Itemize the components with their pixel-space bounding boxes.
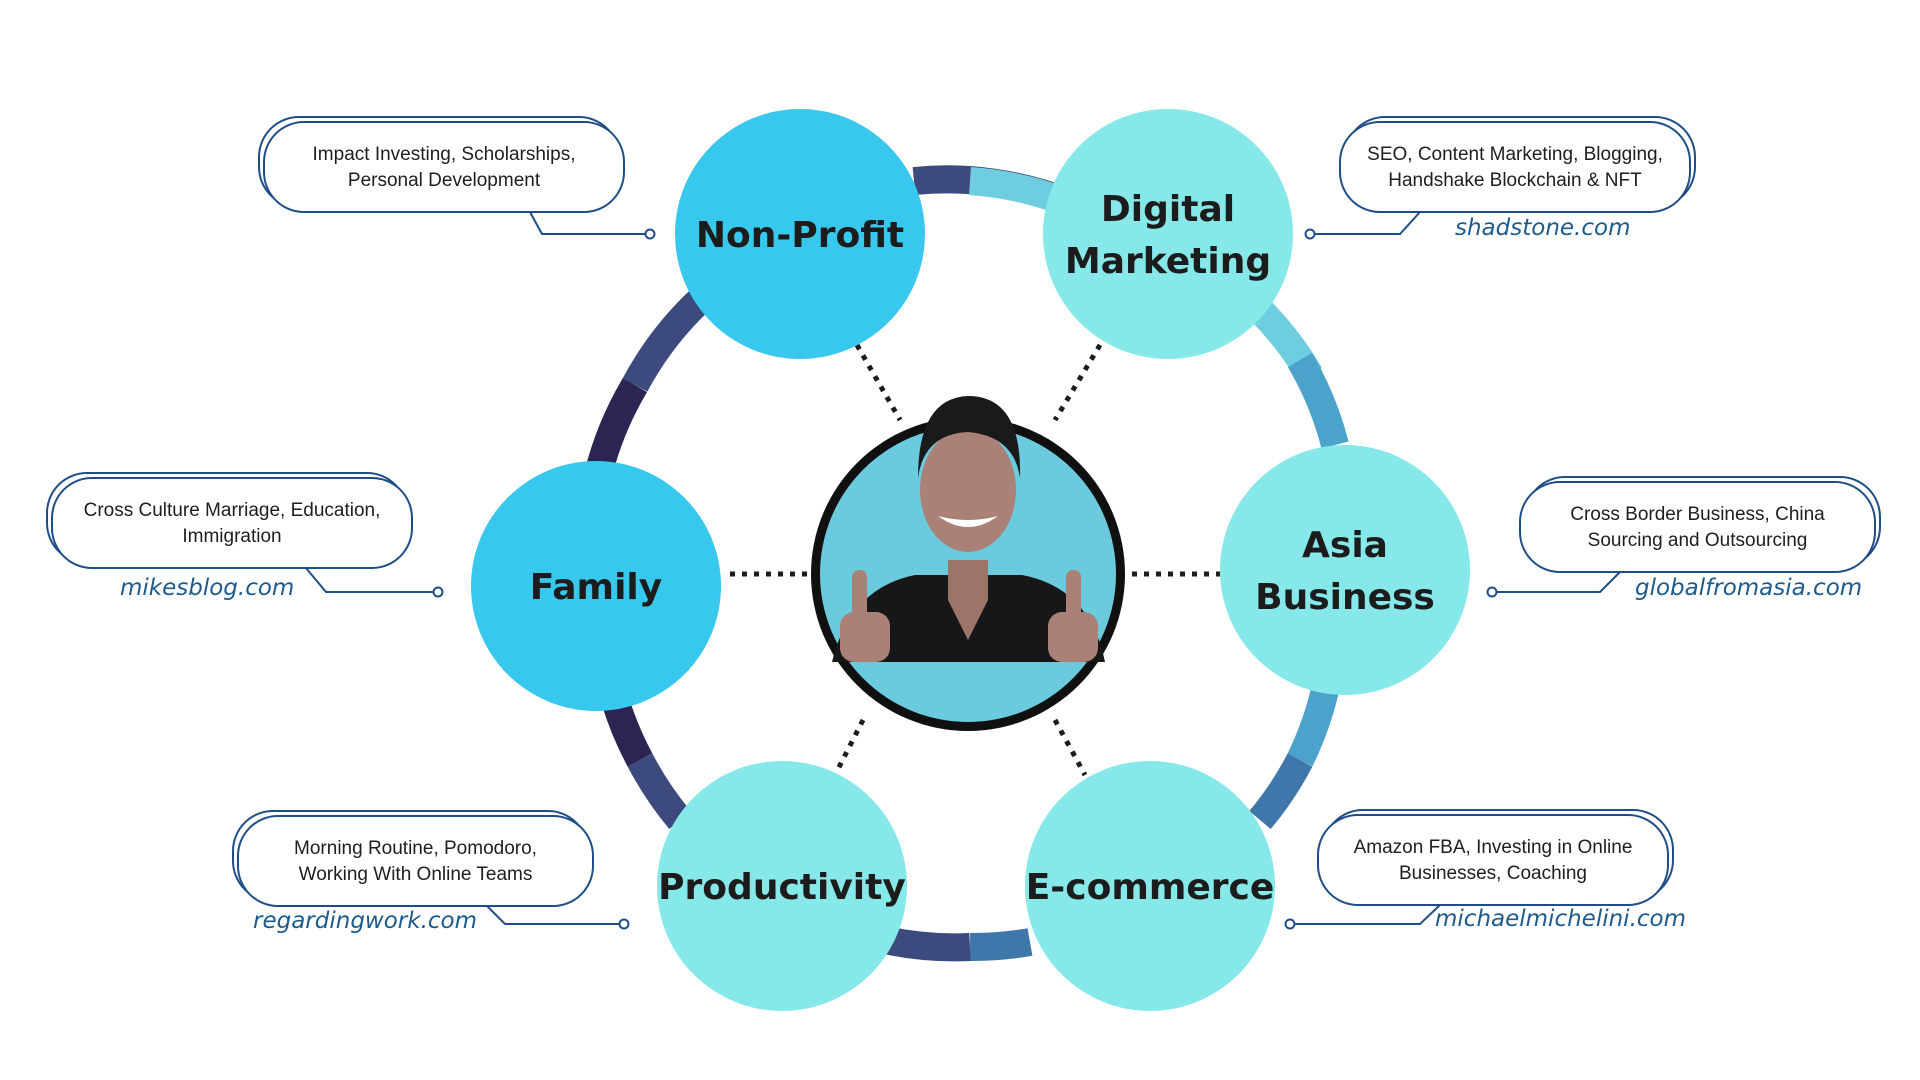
center-avatar — [811, 396, 1125, 731]
node-family: Family — [471, 461, 721, 711]
node-label: Asia — [1302, 525, 1388, 566]
node-circle — [1025, 761, 1275, 1011]
callout-family: Cross Culture Marriage, Education, Immigr… — [46, 472, 444, 601]
ring-segment — [1287, 686, 1339, 767]
callout-line: Handshake Blockchain & NFT — [1388, 170, 1642, 191]
node-label: Business — [1255, 577, 1435, 618]
callout-bubble — [1519, 481, 1876, 573]
connector-dot — [432, 586, 444, 598]
callout-connector — [1290, 904, 1441, 925]
ring-segment — [627, 753, 691, 829]
callout-productivity: Morning Routine, Pomodoro, Working With O… — [232, 810, 630, 934]
ring-segment — [1249, 753, 1313, 829]
callout-line: Sourcing and Outsourcing — [1588, 530, 1808, 551]
node-circle — [471, 461, 721, 711]
ring-segment — [601, 695, 653, 767]
connector-dot — [618, 918, 630, 930]
site-link-productivity[interactable]: regardingwork.com — [253, 908, 477, 934]
site-link-digital-marketing[interactable]: shadstone.com — [1455, 215, 1631, 241]
connector-dot — [1486, 586, 1498, 598]
callout-bubble — [237, 815, 594, 907]
ring-segment — [622, 289, 710, 392]
node-label: Family — [530, 567, 662, 608]
node-label: Non-Profit — [696, 215, 904, 256]
spoke-line — [1052, 718, 1088, 777]
ring-segment — [882, 926, 971, 962]
callout-line: Amazon FBA, Investing in Online — [1354, 837, 1633, 858]
node-circle — [675, 109, 925, 359]
callout-line: Immigration — [182, 526, 281, 547]
node-label: Digital — [1101, 189, 1235, 230]
callout-bubble — [51, 477, 413, 569]
callout-bubble — [1317, 814, 1669, 906]
spoke-line — [832, 718, 866, 777]
callout-connector — [305, 567, 438, 593]
node-non-profit: Non-Profit — [675, 109, 925, 359]
person-thumbs-up-avatar — [832, 396, 1105, 662]
node-label: E-commerce — [1026, 867, 1275, 908]
callout-line: Working With Online Teams — [299, 864, 533, 885]
callout-connector — [1310, 211, 1421, 235]
callout-line: Cross Border Business, China — [1570, 504, 1825, 525]
callout-line: Cross Culture Marriage, Education, — [84, 500, 381, 521]
callout-line: Personal Development — [348, 170, 541, 191]
callout-line: Impact Investing, Scholarships, — [313, 144, 576, 165]
callout-bubble — [263, 121, 625, 213]
callout-digital-marketing: SEO, Content Marketing, Blogging, Handsha… — [1304, 116, 1696, 241]
connector-dot — [1284, 918, 1296, 930]
callout-line: SEO, Content Marketing, Blogging, — [1367, 144, 1663, 165]
connector-dot — [644, 228, 656, 240]
callout-connector — [486, 905, 624, 925]
site-link-e-commerce[interactable]: michaelmichelini.com — [1435, 906, 1686, 932]
ring-segment — [1287, 352, 1349, 449]
node-productivity: Productivity — [657, 761, 907, 1011]
callout-non-profit: Impact Investing, Scholarships, Personal … — [258, 116, 656, 240]
connector-dot — [1304, 228, 1316, 240]
spokes — [730, 343, 1220, 777]
node-circle — [1043, 109, 1293, 359]
node-circle — [1220, 445, 1470, 695]
callout-bubble — [1339, 121, 1691, 213]
spoke-line — [1052, 343, 1103, 422]
site-link-asia-business[interactable]: globalfromasia.com — [1635, 575, 1862, 601]
callout-line: Businesses, Coaching — [1399, 863, 1587, 884]
spoke-line — [854, 343, 903, 422]
callout-e-commerce: Amazon FBA, Investing in OnlineBusinesse… — [1284, 809, 1686, 932]
node-circle — [657, 761, 907, 1011]
ring-segment — [968, 167, 1065, 214]
node-label: Productivity — [658, 867, 906, 908]
node-label: Marketing — [1065, 241, 1271, 282]
site-link-family[interactable]: mikesblog.com — [120, 575, 294, 601]
callout-connector — [1492, 571, 1621, 593]
ring-segment — [969, 928, 1033, 962]
node-e-commerce: E-commerce — [1025, 761, 1275, 1011]
callout-line: Morning Routine, Pomodoro, — [294, 838, 537, 859]
callout-connector — [529, 211, 650, 235]
